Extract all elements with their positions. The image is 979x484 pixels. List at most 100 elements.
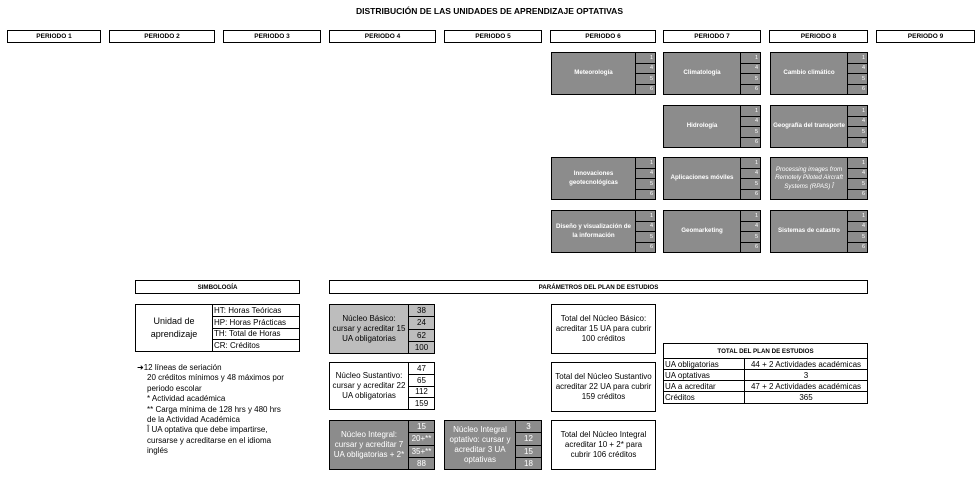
basico-ht: 38	[409, 305, 434, 318]
basico-th: 62	[409, 330, 434, 342]
course-th: 5	[848, 232, 867, 243]
nucleo-integral-optativo: Núcleo Integral optativo: cursar y acred…	[444, 420, 542, 470]
course-cr: 6	[754, 139, 758, 146]
course-hp: 4	[741, 64, 760, 74]
course-hp: 4	[636, 222, 655, 232]
course-cr: 6	[754, 244, 758, 251]
nucleo-sustantivo-label: Núcleo Sustantivo: cursar y acreditar 22…	[332, 371, 406, 400]
course-th: 5	[636, 232, 655, 243]
course-th: 5	[848, 179, 867, 190]
course-th: 5	[741, 179, 760, 190]
total-nucleo-integral: Total del Núcleo Integral acreditar 10 +…	[551, 420, 656, 470]
legend-ht: HT: Horas Teóricas	[213, 305, 299, 317]
table-row: UA obligatorias 44 + 2 Actividades académ…	[664, 359, 867, 370]
course-cr: 6	[754, 191, 758, 198]
period-3-header: PERIODO 3	[223, 30, 321, 43]
note-ingles-cont: cursarse y acreditarse en el idioma	[147, 435, 272, 445]
course-name: Geomarketing	[681, 227, 723, 235]
course-cr: 6	[754, 86, 758, 93]
row-key: UA obligatorias	[664, 359, 745, 369]
course-hp: 4	[741, 117, 760, 127]
course-name: Innovaciones geotecnológicas	[569, 170, 618, 186]
course-name: Climatología	[683, 69, 721, 77]
course-ht: 1	[636, 158, 655, 169]
total-nucleo-sustantivo: Total del Núcleo Sustantivo acreditar 22…	[551, 362, 656, 412]
row-key: Créditos	[664, 392, 745, 403]
course-name: Geografía del transporte	[773, 122, 845, 130]
course-name: Sistemas de catastro	[778, 227, 840, 235]
note-actividad: * Actividad académica	[147, 394, 226, 404]
parametros-header: PARÁMETROS DEL PLAN DE ESTUDIOS	[329, 280, 868, 294]
integral-cr: 88	[417, 458, 426, 468]
course-ht: 1	[848, 106, 867, 117]
period-2-header: PERIODO 2	[109, 30, 215, 43]
row-value: 44 + 2 Actividades académicas	[750, 359, 862, 369]
course-cr: 6	[649, 191, 653, 198]
page-title: DISTRIBUCIÓN DE LAS UNIDADES DE APRENDIZ…	[356, 6, 623, 16]
total-plan-header: TOTAL DEL PLAN DE ESTUDIOS	[664, 344, 867, 359]
period-6-header: PERIODO 6	[550, 30, 656, 43]
course-hp: 4	[848, 117, 867, 127]
course-ht: 1	[636, 53, 655, 64]
course-th: 5	[741, 127, 760, 138]
simbologia-header: SIMBOLOGÍA	[135, 280, 300, 294]
integral-opt-hp: 12	[516, 433, 541, 446]
basico-cr: 100	[414, 342, 429, 352]
course-processing-images-rpas[interactable]: Processing images from Remotely Piloted …	[770, 157, 868, 200]
course-ht: 1	[636, 211, 655, 222]
sustantivo-hp: 65	[409, 375, 434, 387]
course-name: Meteorología	[574, 69, 613, 77]
course-diseno-visualizacion[interactable]: Diseño y visualización de la información…	[551, 210, 656, 253]
course-ht: 1	[848, 158, 867, 169]
course-ht: 1	[741, 158, 760, 169]
simbologia-notes: ➜12 líneas de seriación 20 créditos míni…	[137, 363, 322, 457]
sustantivo-th: 112	[409, 387, 434, 399]
course-th: 5	[741, 232, 760, 243]
sustantivo-cr: 159	[414, 399, 429, 409]
period-7-header: PERIODO 7	[663, 30, 761, 43]
integral-hp: 20+**	[409, 433, 434, 446]
course-ht: 1	[741, 53, 760, 64]
course-ht: 1	[741, 106, 760, 117]
simbologia-unit-legend: Unidad de aprendizaje HT: Horas Teóricas…	[135, 304, 300, 352]
legend-th: TH: Total de Horas	[213, 329, 299, 341]
period-8-header: PERIODO 8	[769, 30, 868, 43]
course-name: Hidrología	[686, 122, 718, 130]
total-nucleo-basico: Total del Núcleo Básico: acreditar 15 UA…	[551, 304, 656, 354]
note-carga: ** Carga mínima de 128 hrs y 480 hrs	[147, 404, 281, 414]
course-hp: 4	[848, 64, 867, 74]
unit-label: Unidad de aprendizaje	[136, 305, 213, 351]
row-value: 365	[799, 393, 813, 402]
course-th: 5	[848, 74, 867, 85]
course-name: Processing images from Remotely Piloted …	[775, 165, 843, 190]
course-cr: 6	[861, 139, 865, 146]
row-key: UA optativas	[664, 370, 745, 380]
nucleo-basico: Núcleo Básico: cursar y acreditar 15 UA …	[329, 304, 435, 354]
integral-opt-th: 15	[516, 446, 541, 458]
nucleo-integral-label: Núcleo Integral: cursar y acreditar 7 UA…	[333, 430, 405, 459]
course-hp: 4	[848, 169, 867, 179]
course-hp: 4	[741, 169, 760, 179]
course-th: 5	[636, 179, 655, 190]
course-hp: 4	[848, 222, 867, 232]
total-plan-table: TOTAL DEL PLAN DE ESTUDIOS UA obligatori…	[663, 343, 868, 404]
nucleo-sustantivo: Núcleo Sustantivo: cursar y acreditar 22…	[329, 362, 435, 410]
period-5-header: PERIODO 5	[444, 30, 542, 43]
course-th: 5	[848, 127, 867, 138]
table-row: Créditos 365	[664, 392, 867, 403]
row-value: 47 + 2 Actividades académicas	[750, 381, 862, 391]
course-th: 5	[636, 74, 655, 85]
nucleo-basico-label: Núcleo Básico: cursar y acreditar 15 UA …	[332, 314, 406, 343]
legend-hp: HP: Horas Prácticas	[213, 317, 299, 329]
integral-th: 35+**	[409, 446, 434, 458]
